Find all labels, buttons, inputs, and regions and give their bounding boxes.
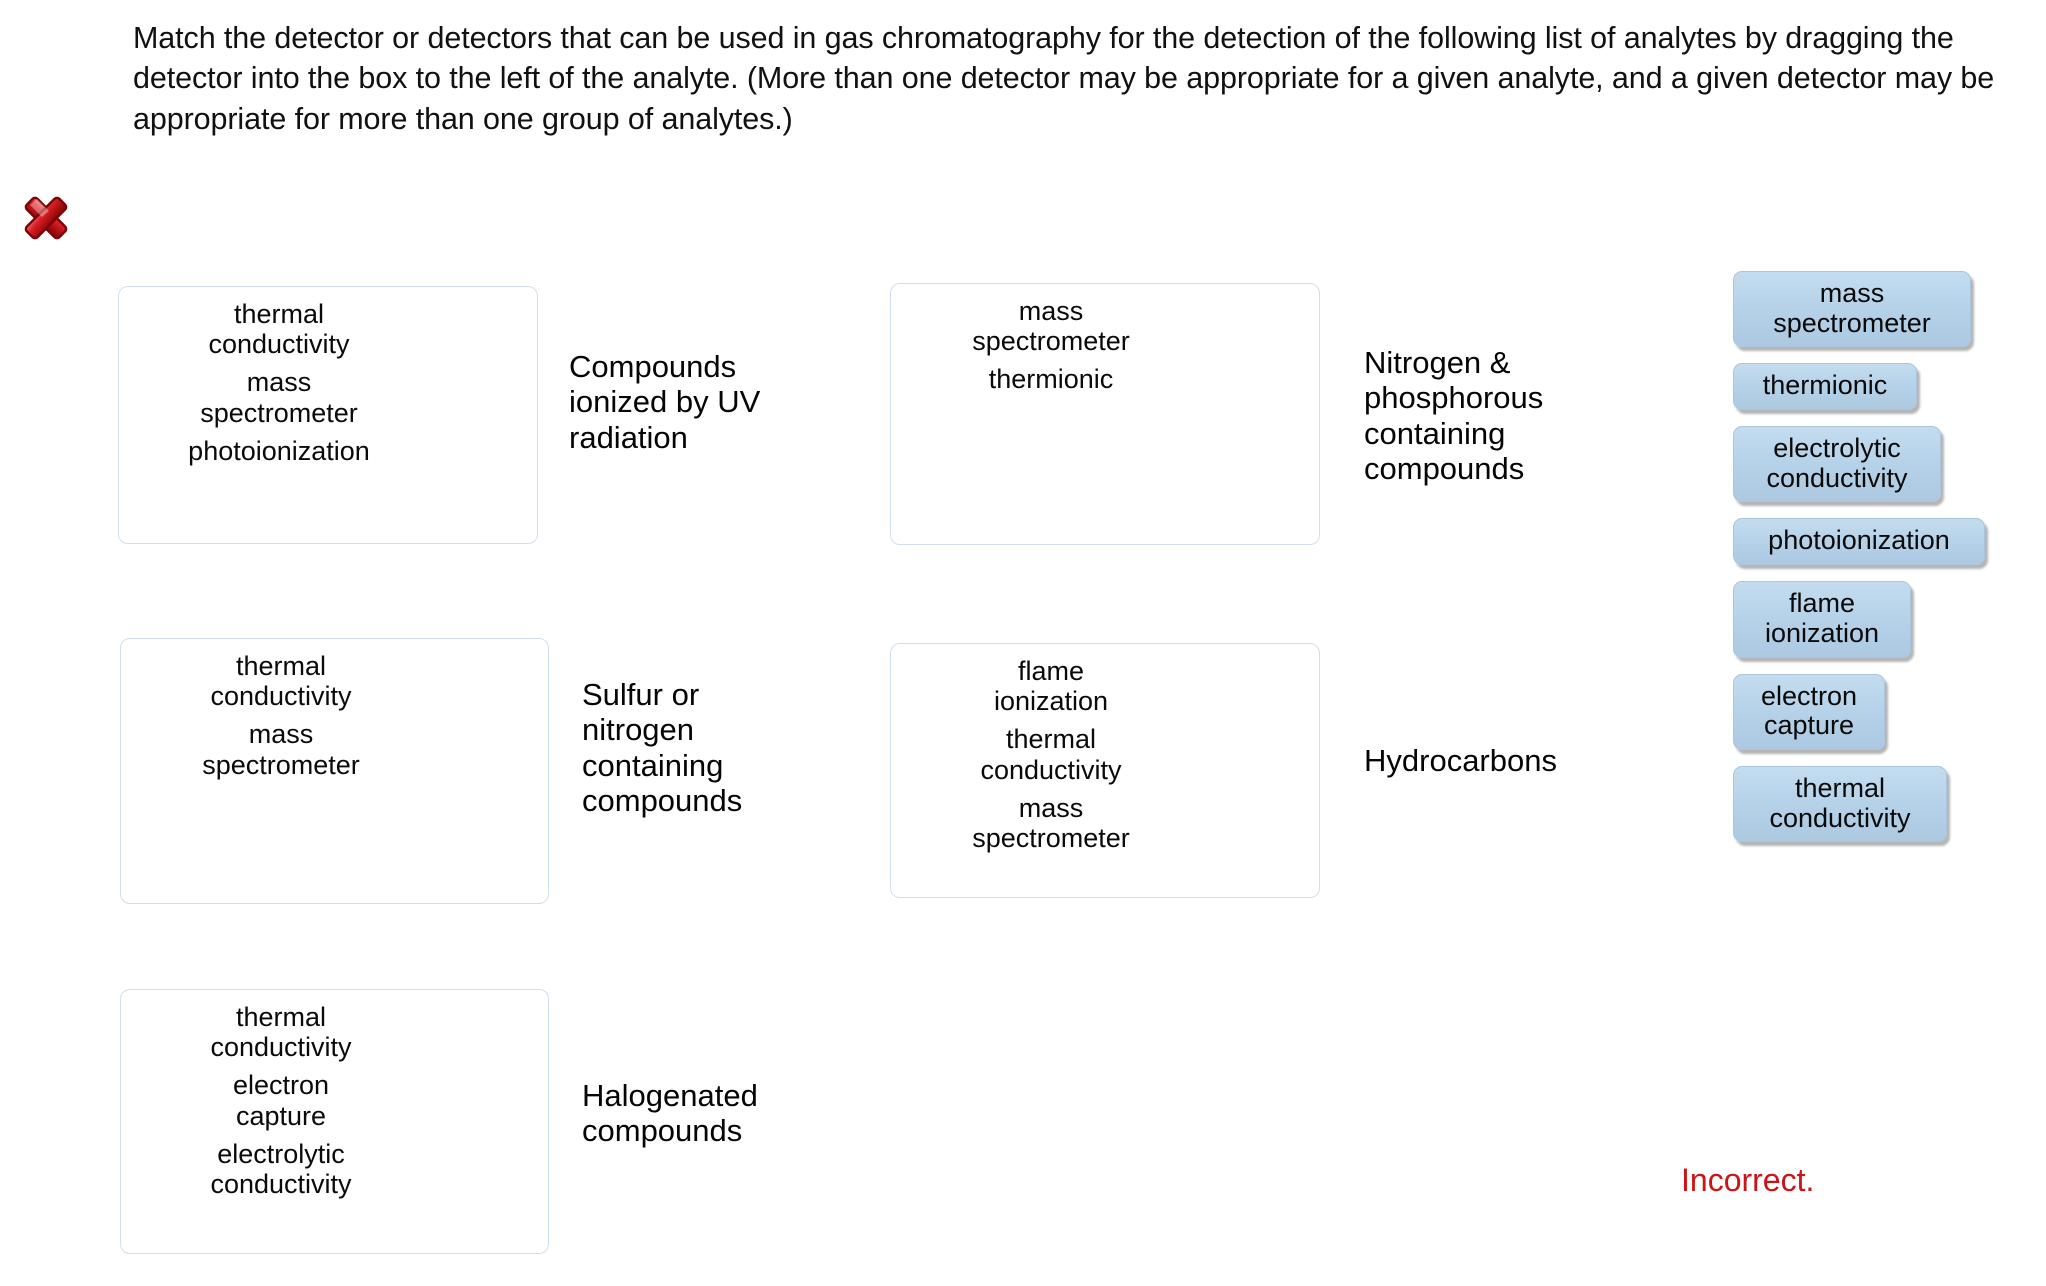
placed-item[interactable]: mass spectrometer	[972, 792, 1130, 854]
feedback-message: Incorrect.	[1681, 1162, 1815, 1198]
chip-flame-ionization[interactable]: flame ionization	[1733, 581, 1911, 658]
drop-box-1[interactable]: thermal conductivity mass spectrometer p…	[118, 286, 538, 544]
placed-item[interactable]: flame ionization	[993, 656, 1109, 717]
placed-item[interactable]: thermal conductivity	[208, 299, 350, 360]
drop-box-2[interactable]: mass spectrometer thermionic	[890, 283, 1320, 545]
placed-item[interactable]: electron capture	[232, 1070, 330, 1131]
placed-item[interactable]: thermionic	[988, 364, 1114, 395]
placed-item[interactable]: thermal conductivity	[210, 651, 352, 712]
analyte-label-2: Nitrogen & phosphorous containing compou…	[1364, 345, 1544, 486]
chip-electrolytic-conductivity[interactable]: electrolytic conductivity	[1733, 426, 1941, 503]
analyte-label-1: Compounds ionized by UV radiation	[569, 349, 761, 455]
match-group-1: thermal conductivity mass spectrometer p…	[118, 286, 839, 544]
analyte-label-5: Halogenated compounds	[582, 1078, 758, 1149]
chip-photoionization[interactable]: photoionization	[1733, 518, 1985, 566]
placed-item[interactable]: mass spectrometer	[200, 367, 358, 428]
drop-box-4[interactable]: flame ionization thermal conductivity ma…	[890, 643, 1320, 898]
chip-electron-capture[interactable]: electron capture	[1733, 673, 1885, 750]
placed-item[interactable]: thermal conductivity	[980, 724, 1122, 785]
match-group-5: thermal conductivity electron capture el…	[120, 989, 842, 1254]
placed-item[interactable]: thermal conductivity	[210, 1002, 352, 1063]
chip-mass-spectrometer[interactable]: mass spectrometer	[1733, 271, 1971, 348]
red-x-icon	[18, 190, 74, 246]
match-group-2: mass spectrometer thermionic Nitrogen & …	[890, 283, 1624, 545]
drop-box-3[interactable]: thermal conductivity mass spectrometer	[120, 638, 549, 904]
placed-item[interactable]: mass spectrometer	[972, 296, 1130, 357]
match-group-3: thermal conductivity mass spectrometer S…	[120, 638, 832, 904]
chip-thermionic[interactable]: thermionic	[1733, 363, 1917, 411]
analyte-label-4: Hydrocarbons	[1364, 743, 1557, 778]
analyte-label-3: Sulfur or nitrogen containing compounds	[582, 677, 743, 818]
placed-item[interactable]: photoionization	[188, 435, 370, 466]
match-group-4: flame ionization thermal conductivity ma…	[890, 643, 1664, 898]
instructions-text: Match the detector or detectors that can…	[133, 21, 1995, 136]
detector-chip-palette: mass spectrometer thermionic electrolyti…	[1733, 271, 1985, 858]
chip-thermal-conductivity[interactable]: thermal conductivity	[1733, 765, 1947, 843]
placed-item[interactable]: mass spectrometer	[202, 719, 360, 780]
drop-box-5[interactable]: thermal conductivity electron capture el…	[120, 989, 549, 1254]
placed-item[interactable]: electrolytic conductivity	[210, 1138, 352, 1200]
